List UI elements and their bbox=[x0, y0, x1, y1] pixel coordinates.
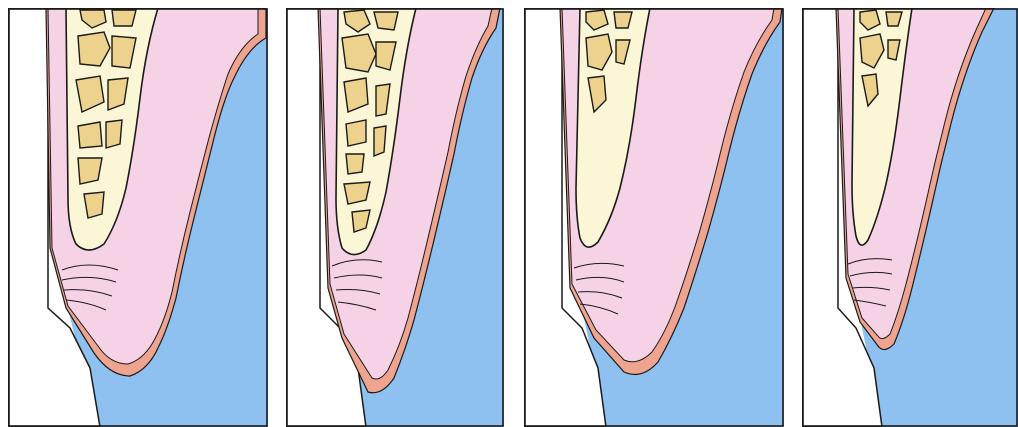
panel-3 bbox=[524, 8, 784, 427]
panel-2 bbox=[286, 8, 504, 427]
panel-1-illustration bbox=[8, 8, 268, 427]
panel-1 bbox=[8, 8, 268, 427]
panel-3-illustration bbox=[524, 8, 784, 427]
panel-4-illustration bbox=[802, 8, 1018, 427]
panel-2-illustration bbox=[286, 8, 504, 427]
panel-4 bbox=[802, 8, 1018, 427]
